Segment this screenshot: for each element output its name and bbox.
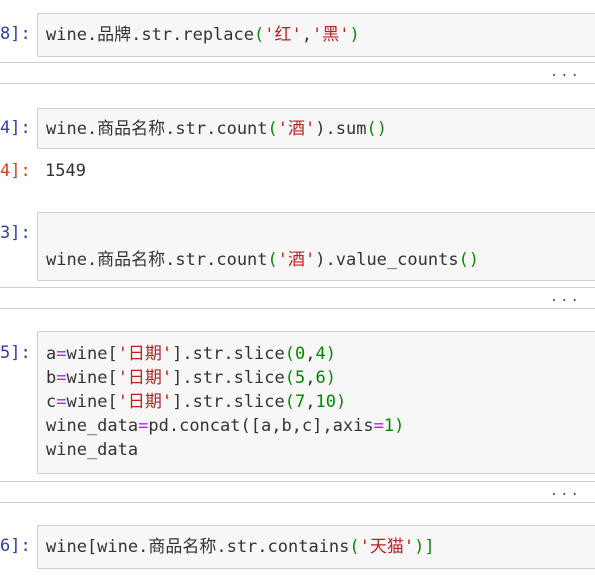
code-token: '日期'	[117, 344, 173, 364]
code-token: =	[56, 368, 67, 388]
code-token: ,	[305, 392, 316, 412]
code-token: wine[	[66, 368, 118, 388]
code-token: (	[254, 25, 265, 45]
code-line: wine.商品名称.str.count('酒').sum()	[46, 117, 387, 141]
collapsed-output[interactable]: ...	[0, 481, 595, 503]
code-token: pd.concat	[148, 416, 241, 436]
code-token: ([a,b,c],axis	[240, 416, 374, 436]
code-token: '酒'	[277, 119, 316, 139]
code-token: ].str.slice	[172, 392, 285, 412]
code-token: 0	[295, 344, 306, 364]
code-token: 6	[315, 368, 326, 388]
code-token: b	[46, 368, 57, 388]
code-token: ,	[305, 368, 316, 388]
collapsed-output[interactable]: ...	[0, 287, 595, 309]
code-token: 7	[295, 392, 306, 412]
code-token: )	[394, 416, 405, 436]
code-token: =	[56, 344, 67, 364]
input-prompt: 5]:	[0, 343, 31, 363]
code-token: '红'	[264, 25, 302, 45]
collapsed-output[interactable]: ...	[0, 62, 595, 84]
code-token: (	[284, 392, 296, 412]
code-token: ).value_counts	[315, 250, 459, 270]
code-token: =	[56, 392, 67, 412]
code-line: b=wine['日期'].str.slice(5,6)	[46, 366, 336, 390]
code-token: '黑'	[311, 25, 350, 45]
code-token: wine[	[66, 344, 118, 364]
code-line: c=wine['日期'].str.slice(7,10)	[46, 390, 346, 414]
code-token: 1	[383, 416, 395, 436]
code-cell-input[interactable]: wine.品牌.str.replace('红','黑')	[37, 13, 595, 57]
code-token: (	[267, 250, 278, 270]
code-token: wine_data	[46, 440, 139, 460]
code-token: '天猫'	[359, 537, 415, 557]
code-token: (	[267, 119, 278, 139]
output-prompt: 4]:	[0, 161, 31, 181]
code-line: wine[wine.商品名称.str.contains('天猫')]	[46, 535, 435, 559]
code-line: wine.品牌.str.replace('红','黑')	[46, 23, 360, 47]
code-token: wine_data	[46, 416, 139, 436]
code-token: =	[138, 416, 149, 436]
code-token: wine[wine.商品名称.str.contains	[46, 537, 350, 557]
code-token: )]	[414, 537, 435, 557]
code-token: '酒'	[277, 250, 316, 270]
code-token: 5	[295, 368, 306, 388]
code-line: wine_data=pd.concat([a,b,c],axis=1)	[46, 414, 404, 438]
code-cell-input[interactable]: wine.商品名称.str.count('酒').sum()	[37, 108, 595, 149]
code-token: ,	[305, 344, 316, 364]
ellipsis-icon[interactable]: ...	[549, 64, 581, 80]
code-token: (	[284, 344, 296, 364]
input-prompt: 4]:	[0, 118, 31, 138]
code-cell-input[interactable]: a=wine['日期'].str.slice(0,4) b=wine['日期']…	[37, 331, 595, 474]
code-line: a=wine['日期'].str.slice(0,4)	[46, 342, 336, 366]
code-token: ,	[301, 25, 312, 45]
code-token: 10	[315, 392, 336, 412]
code-token: )	[325, 344, 337, 364]
code-token: )	[325, 368, 337, 388]
ellipsis-icon[interactable]: ...	[549, 483, 581, 499]
code-token: ()	[458, 250, 480, 270]
input-prompt: 6]:	[0, 536, 31, 556]
code-line: wine.商品名称.str.count('酒').value_counts()	[46, 248, 479, 272]
code-token: )	[336, 392, 347, 412]
code-token: wine.商品名称.str.count	[46, 250, 268, 270]
code-token: c	[46, 392, 57, 412]
code-token: )	[349, 25, 360, 45]
code-cell-input[interactable]: wine[wine.商品名称.str.contains('天猫')]	[37, 525, 595, 569]
code-token: wine[	[66, 392, 118, 412]
code-token: (	[284, 368, 296, 388]
code-token: 4	[315, 344, 326, 364]
code-token: ].str.slice	[172, 344, 285, 364]
ellipsis-icon[interactable]: ...	[549, 289, 581, 305]
code-token: wine.品牌.str.replace	[46, 25, 254, 45]
code-token: ()	[366, 119, 387, 139]
code-token: (	[349, 537, 360, 557]
code-token: =	[373, 416, 384, 436]
code-token: '日期'	[117, 392, 173, 412]
code-token: wine.商品名称.str.count	[46, 119, 268, 139]
input-prompt: 8]:	[0, 24, 31, 44]
code-token: ).sum	[315, 119, 367, 139]
code-token: '日期'	[117, 368, 173, 388]
code-line: wine_data	[46, 438, 138, 462]
cell-output: 1549	[45, 161, 86, 181]
code-token: ].str.slice	[172, 368, 285, 388]
code-cell-input[interactable]: wine.商品名称.str.count('酒').value_counts()	[37, 212, 595, 281]
code-token: a	[46, 344, 57, 364]
input-prompt: 3]:	[0, 223, 31, 243]
